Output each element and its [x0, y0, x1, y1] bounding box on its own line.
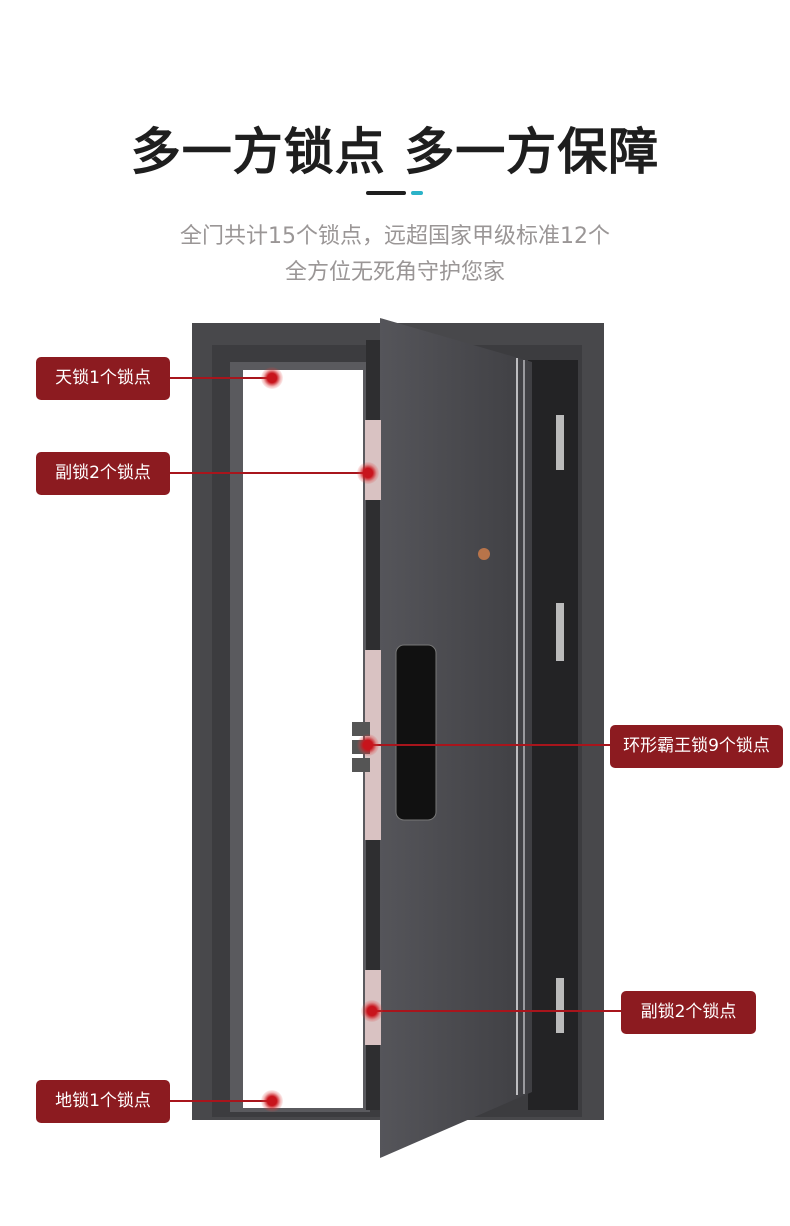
smart-lock-handle — [395, 644, 437, 821]
main-lock-label: 环形霸王锁9个锁点 — [610, 725, 783, 768]
lock-point-marker — [261, 367, 283, 389]
subtitle-line-2: 全方位无死角守护您家 — [284, 260, 505, 285]
lock-point-marker — [357, 462, 379, 484]
lock-point-marker — [361, 1000, 383, 1022]
title-divider-accent — [411, 191, 423, 195]
callout-line — [368, 744, 610, 746]
keyhole — [478, 548, 490, 560]
lower-aux-lock-label: 副锁2个锁点 — [621, 991, 756, 1034]
title-divider — [366, 191, 406, 195]
door-leaf — [380, 318, 532, 1158]
ground-lock-label: 地锁1个锁点 — [36, 1080, 170, 1123]
page-title: 多一方锁点 多一方保障 — [130, 123, 660, 181]
top-lock-label: 天锁1个锁点 — [36, 357, 170, 400]
callout-line — [170, 377, 272, 379]
upper-aux-lock-label: 副锁2个锁点 — [36, 452, 170, 495]
callout-line — [170, 472, 368, 474]
callout-line — [170, 1100, 272, 1102]
lock-point-marker — [357, 734, 379, 756]
subtitle-line-1: 全门共计15个锁点，远超国家甲级标准12个 — [180, 224, 610, 249]
lock-point-marker — [261, 1090, 283, 1112]
callout-line — [372, 1010, 621, 1012]
